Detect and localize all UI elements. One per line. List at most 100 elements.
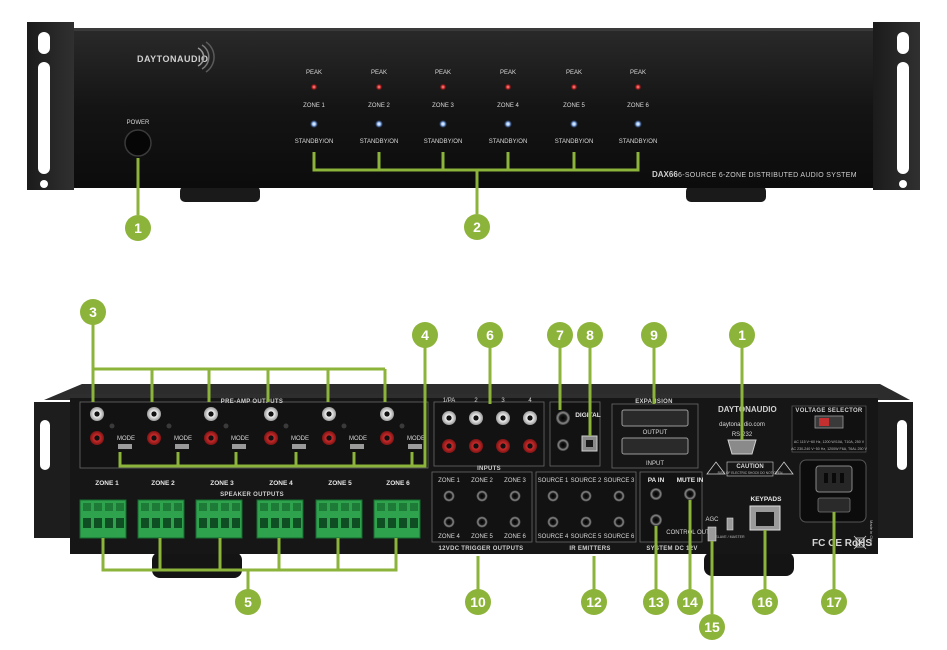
pa-in-jack-2[interactable]: [650, 514, 662, 526]
digital-block: [549, 401, 601, 467]
power-button[interactable]: [124, 129, 152, 157]
mode-switch[interactable]: [118, 444, 132, 449]
zone-indicator-4: PEAK ZONE 4 STANDBY/ON: [489, 70, 528, 145]
mode-switch[interactable]: [232, 444, 246, 449]
callouts: 1 2 3 4 5 6 7 8 9 1 10 12 13 14 15 16 17: [80, 214, 847, 640]
mode-switch[interactable]: [408, 444, 422, 449]
trigger-output-jack[interactable]: [509, 516, 521, 528]
system-dc-label: SYSTEM DC 12V: [646, 546, 697, 552]
callout-badge: 12: [581, 589, 607, 615]
input-left-rca-jack[interactable]: [523, 411, 537, 425]
peak-led-icon: [504, 83, 512, 91]
terminal-slot-icon: [199, 518, 207, 528]
coax-digital-jack-2[interactable]: [557, 439, 569, 451]
preamp-label: PRE-AMP OUTPUTS: [221, 399, 283, 405]
peak-label: PEAK: [630, 70, 646, 76]
standby-led-icon: [504, 120, 512, 128]
zone-indicator-6: PEAK ZONE 6 STANDBY/ON: [619, 70, 658, 145]
preamp-outputs-block: [79, 401, 429, 469]
callout-5-leader: [101, 538, 398, 590]
input-left-rca-jack[interactable]: [496, 411, 510, 425]
input-left-rca-jack[interactable]: [469, 411, 483, 425]
ir-emitter-jack[interactable]: [580, 490, 592, 502]
rear-zone-label: ZONE 6: [386, 480, 410, 487]
trigger-output-jack[interactable]: [443, 516, 455, 528]
pa-in-label: PA IN: [648, 477, 665, 484]
preamp-right-rca-jack[interactable]: [264, 431, 278, 445]
preamp-left-rca-jack[interactable]: [147, 407, 161, 421]
terminal-screw-icon: [152, 503, 160, 511]
mode-switch[interactable]: [292, 444, 306, 449]
preamp-left-rca-jack[interactable]: [380, 407, 394, 421]
input-right-rca-jack[interactable]: [496, 439, 510, 453]
coax-digital-jack[interactable]: [556, 411, 570, 425]
rs232-port[interactable]: [727, 439, 757, 455]
ir-emitter-jack[interactable]: [547, 490, 559, 502]
input-col-label: 3: [501, 398, 505, 404]
standby-label: STANDBY/ON: [360, 139, 399, 145]
callout-4-leader: [118, 342, 427, 468]
speaker-terminal-zone-4: [256, 499, 304, 539]
input-right-rca-jack[interactable]: [469, 439, 483, 453]
preamp-right-rca-jack[interactable]: [204, 431, 218, 445]
preamp-zone-6: MODE: [380, 407, 425, 449]
mode-switch[interactable]: [175, 444, 189, 449]
ir-emitter-jack[interactable]: [613, 516, 625, 528]
trigger-output-jack[interactable]: [476, 490, 488, 502]
pa-in-jack[interactable]: [650, 488, 662, 500]
trigger-output-jack[interactable]: [476, 516, 488, 528]
zone-indicator-5: PEAK ZONE 5 STANDBY/ON: [555, 70, 594, 145]
input-right-rca-jack[interactable]: [442, 439, 456, 453]
preamp-right-rca-jack[interactable]: [90, 431, 104, 445]
rear-zone-label: ZONE 3: [210, 480, 234, 487]
input-right-rca-jack[interactable]: [523, 439, 537, 453]
mode-switch[interactable]: [350, 444, 364, 449]
screw-icon: [283, 423, 289, 429]
ir-emitter-jack[interactable]: [580, 516, 592, 528]
callout-3-leader: [91, 320, 387, 402]
preamp-right-rca-jack[interactable]: [147, 431, 161, 445]
terminal-slot-icon: [105, 518, 113, 528]
warning-triangle-icon: [706, 461, 726, 475]
expansion-output-port[interactable]: [621, 409, 689, 427]
trigger-output-jack[interactable]: [443, 490, 455, 502]
rear-zone-label: ZONE 4: [269, 480, 293, 487]
tagline-label: 6-SOURCE 6-ZONE DISTRIBUTED AUDIO SYSTEM: [678, 172, 857, 179]
preamp-left-rca-jack[interactable]: [264, 407, 278, 421]
power-label: POWER: [127, 120, 150, 126]
preamp-right-rca-jack[interactable]: [322, 431, 336, 445]
preamp-zone-4: MODE: [264, 407, 309, 449]
screw-icon: [341, 423, 347, 429]
caution-label: CAUTION: [736, 464, 763, 470]
speaker-terminal-zone-3: [195, 499, 243, 539]
input-left-rca-jack[interactable]: [442, 411, 456, 425]
svg-text:4: 4: [421, 327, 429, 343]
preamp-right-rca-jack[interactable]: [380, 431, 394, 445]
peak-label: PEAK: [371, 70, 387, 76]
svg-text:12: 12: [586, 594, 602, 610]
terminal-screw-icon: [199, 503, 207, 511]
preamp-left-rca-jack[interactable]: [204, 407, 218, 421]
slave-master-switch[interactable]: [726, 517, 734, 531]
terminal-screw-icon: [271, 503, 279, 511]
ir-emitter-jack[interactable]: [547, 516, 559, 528]
screw-icon: [166, 423, 172, 429]
expansion-input-label: INPUT: [646, 461, 664, 467]
expansion-input-port[interactable]: [621, 437, 689, 455]
expansion-output-label: OUTPUT: [643, 430, 668, 436]
ir-source-label: SOURCE 2: [571, 478, 602, 484]
callout-badge: 14: [677, 589, 703, 615]
mute-in-jack[interactable]: [684, 488, 696, 500]
preamp-left-rca-jack[interactable]: [90, 407, 104, 421]
trigger-output-jack[interactable]: [509, 490, 521, 502]
system-dc-block: [639, 471, 703, 543]
preamp-left-rca-jack[interactable]: [322, 407, 336, 421]
weee-bin-icon: [853, 535, 867, 550]
terminal-screw-icon: [141, 503, 149, 511]
ir-emitter-jack[interactable]: [613, 490, 625, 502]
terminal-slot-icon: [116, 518, 124, 528]
mode-label: MODE: [117, 436, 135, 442]
preamp-zone-5: MODE: [322, 407, 367, 449]
fuse-holder[interactable]: [817, 497, 851, 513]
terminal-screw-icon: [377, 503, 385, 511]
